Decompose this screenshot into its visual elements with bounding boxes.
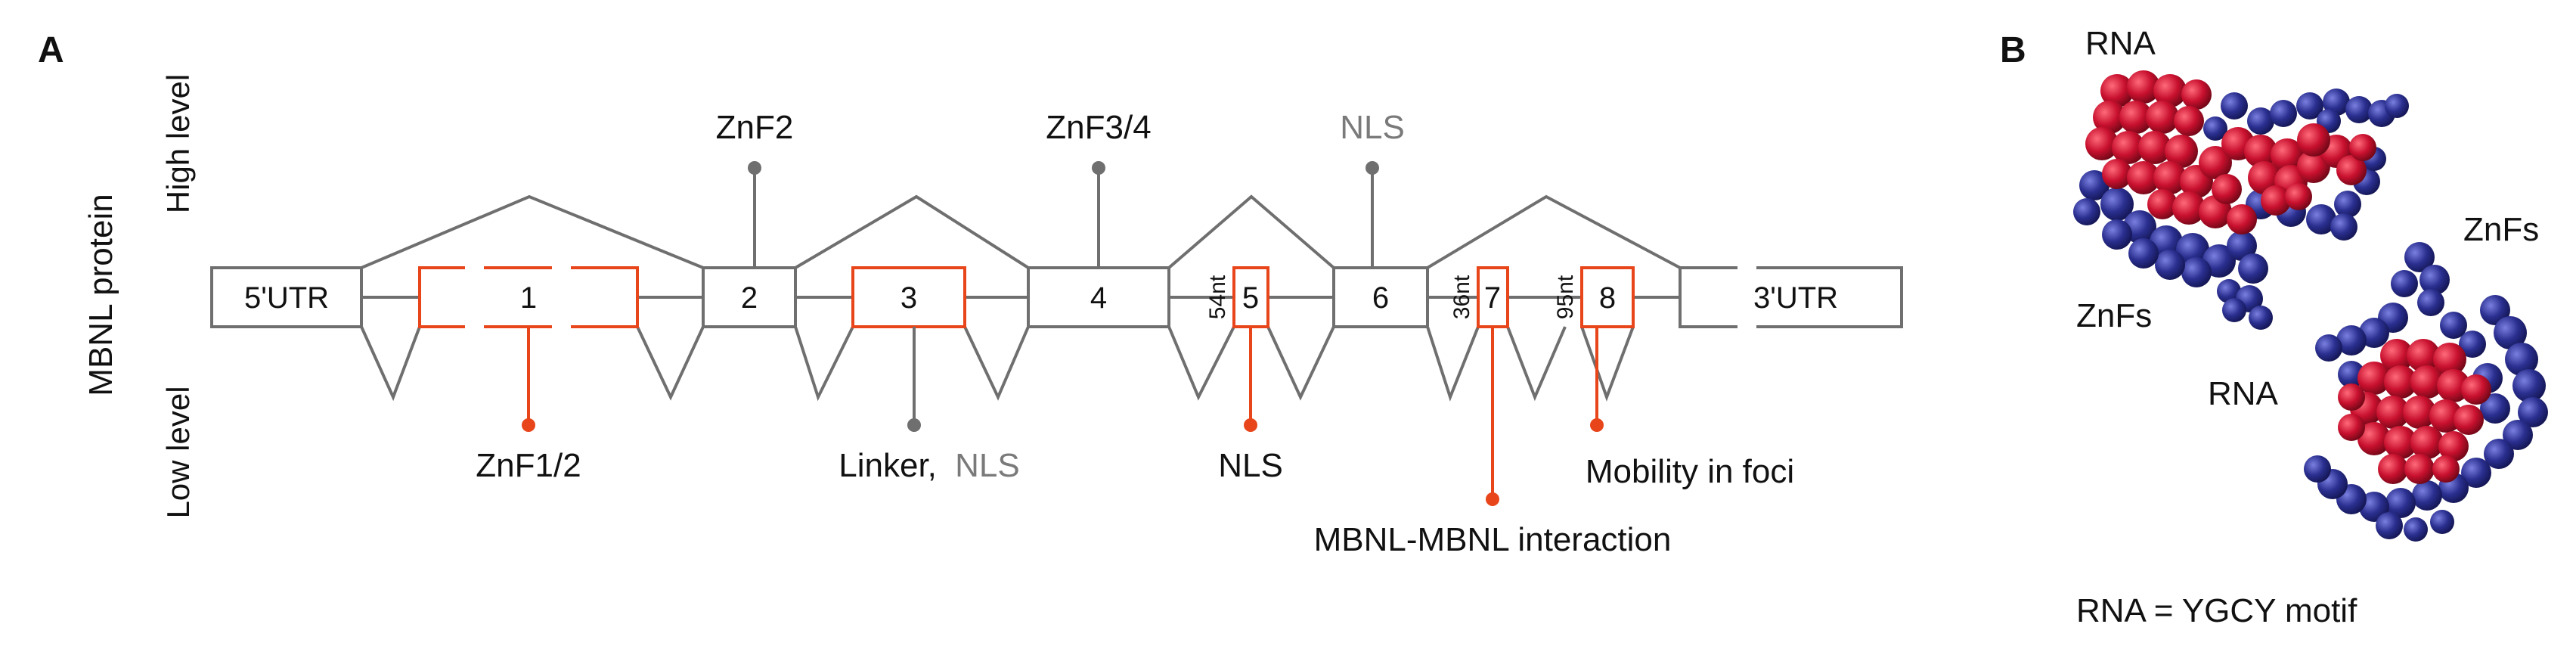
label-rna-bottom: RNA xyxy=(2208,375,2279,412)
exon-5-label: 5 xyxy=(1242,281,1259,315)
pin-bottom-exon5 xyxy=(1244,327,1257,432)
label-nls-bottom: NLS xyxy=(1218,447,1283,484)
exon-4-box: 4 xyxy=(1027,266,1170,328)
caption-ygcy: RNA = YGCY motif xyxy=(2076,592,2357,629)
utr3-label: 3'UTR xyxy=(1753,281,1838,315)
panel-b-label: B xyxy=(2000,30,2026,70)
label-znfs-left: ZnFs xyxy=(2076,297,2152,334)
y-axis-high-level: High level xyxy=(160,74,196,213)
exon-6-label: 6 xyxy=(1372,281,1389,315)
label-rna-top: RNA xyxy=(2085,25,2156,62)
pin-top-exon2 xyxy=(748,161,761,268)
pin-bottom-exon3 xyxy=(907,327,921,432)
y-axis-low-level: Low level xyxy=(160,386,196,518)
exon-3-box: 3 xyxy=(851,266,966,328)
exon-2-box: 2 xyxy=(702,266,797,328)
molecule-top-blue-znfs xyxy=(2073,88,2409,330)
pin-bottom-exon8 xyxy=(1590,327,1604,432)
exon-7-label: 7 xyxy=(1484,281,1501,315)
label-znf2: ZnF2 xyxy=(716,109,794,146)
label-linker: Linker, xyxy=(839,447,937,484)
exon-3-label: 3 xyxy=(901,281,917,315)
label-znf12: ZnF1/2 xyxy=(476,447,581,484)
y-axis-title: MBNL protein xyxy=(82,194,119,396)
panel-a-label: A xyxy=(38,30,64,70)
splice-connectors-top xyxy=(361,194,1681,269)
exon-8-label: 8 xyxy=(1599,281,1616,315)
label-mobility-foci: Mobility in foci xyxy=(1586,453,1794,490)
exon-2-label: 2 xyxy=(741,281,758,315)
molecule-top xyxy=(2073,70,2409,330)
splice-connectors-bottom xyxy=(360,326,1635,402)
pin-bottom-exon1 xyxy=(522,327,535,432)
label-znfs-right: ZnFs xyxy=(2463,211,2539,248)
utr3-box: 3'UTR xyxy=(1679,265,1903,330)
label-mbnl-interaction: MBNL-MBNL interaction xyxy=(1314,521,1672,558)
pin-top-exon6 xyxy=(1365,161,1379,268)
exon-5-box: 5 54nt xyxy=(1205,266,1269,328)
exon-6-box: 6 xyxy=(1332,266,1429,328)
molecule-bottom-blue-znfs xyxy=(2304,242,2548,542)
molecule-top-red-rna xyxy=(2085,70,2376,234)
exon-4-label: 4 xyxy=(1090,281,1107,315)
pin-bottom-exon7 xyxy=(1486,327,1499,506)
exon-8-box: 8 95nt xyxy=(1553,266,1635,328)
label-linker-nls: Linker, NLS xyxy=(839,447,1019,484)
label-linker-nls-gray: NLS xyxy=(955,447,1020,484)
exon-1-box: 1 xyxy=(418,265,639,330)
utr5-box: 5'UTR xyxy=(210,266,363,328)
exon-7-box: 7 36nt xyxy=(1449,266,1509,328)
molecule-bottom xyxy=(2304,242,2548,542)
exon-7-size: 36nt xyxy=(1449,275,1474,319)
exon-5-size: 54nt xyxy=(1205,275,1230,319)
exon-1-label: 1 xyxy=(520,281,537,315)
pin-top-exon4 xyxy=(1092,161,1105,268)
utr5-label: 5'UTR xyxy=(244,281,329,315)
molecule-bottom-red-rna xyxy=(2338,339,2491,484)
label-znf34: ZnF3/4 xyxy=(1046,109,1151,146)
label-nls-top: NLS xyxy=(1340,109,1405,146)
exon-8-size: 95nt xyxy=(1553,275,1578,319)
